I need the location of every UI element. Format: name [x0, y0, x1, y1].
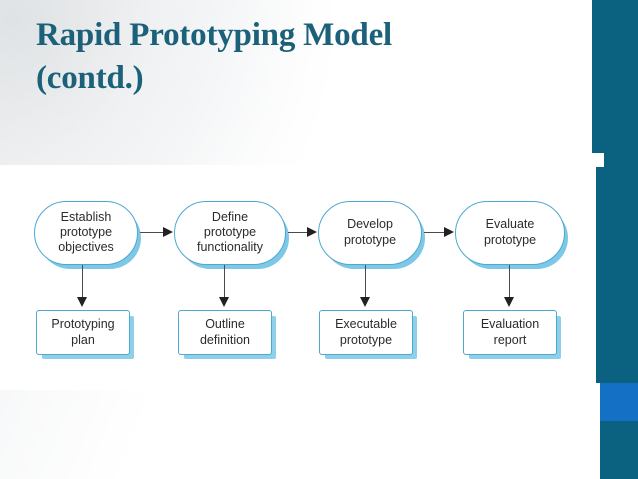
- arrow-head-3-to-4-icon: [444, 227, 454, 237]
- output-node-2[interactable]: Outline definition: [178, 310, 272, 355]
- sidebar-notch: [592, 153, 604, 167]
- output-node-3-label: Executable prototype: [335, 317, 397, 347]
- arrow-head-output-3-icon: [360, 297, 370, 307]
- connector-2-to-3: [288, 232, 308, 234]
- connector-2-to-output-2: [224, 265, 226, 300]
- arrow-head-2-to-3-icon: [307, 227, 317, 237]
- arrow-head-output-1-icon: [77, 297, 87, 307]
- connector-3-to-output-3: [365, 265, 367, 300]
- connector-4-to-output-4: [509, 265, 511, 300]
- sidebar-accent-blue-block: [600, 383, 638, 421]
- sidebar-accent-bottom: [600, 421, 638, 479]
- sidebar-accent-top: [592, 0, 638, 153]
- process-node-4-label: Evaluate prototype: [483, 217, 537, 247]
- process-node-3[interactable]: Develop prototype: [318, 201, 422, 265]
- arrow-head-output-4-icon: [504, 297, 514, 307]
- connector-3-to-4: [424, 232, 445, 234]
- rapid-prototyping-flowchart: Establish prototype objectives Define pr…: [0, 165, 596, 390]
- process-node-1[interactable]: Establish prototype objectives: [34, 201, 138, 265]
- output-node-4-label: Evaluation report: [480, 317, 540, 347]
- arrow-head-output-2-icon: [219, 297, 229, 307]
- sidebar-accent-main: [604, 153, 638, 383]
- connector-1-to-2: [140, 232, 164, 234]
- process-node-2-label: Define prototype functionality: [196, 209, 263, 255]
- output-node-1-label: Prototyping plan: [51, 317, 115, 347]
- process-node-2[interactable]: Define prototype functionality: [174, 201, 286, 265]
- output-node-4[interactable]: Evaluation report: [463, 310, 557, 355]
- output-node-3[interactable]: Executable prototype: [319, 310, 413, 355]
- output-node-2-label: Outline definition: [199, 317, 251, 347]
- arrow-head-1-to-2-icon: [163, 227, 173, 237]
- process-node-3-label: Develop prototype: [343, 217, 397, 247]
- connector-1-to-output-1: [82, 265, 84, 300]
- process-node-4[interactable]: Evaluate prototype: [455, 201, 565, 265]
- output-node-1[interactable]: Prototyping plan: [36, 310, 130, 355]
- process-node-1-label: Establish prototype objectives: [58, 209, 114, 255]
- page-title: Rapid Prototyping Model (contd.): [36, 17, 392, 96]
